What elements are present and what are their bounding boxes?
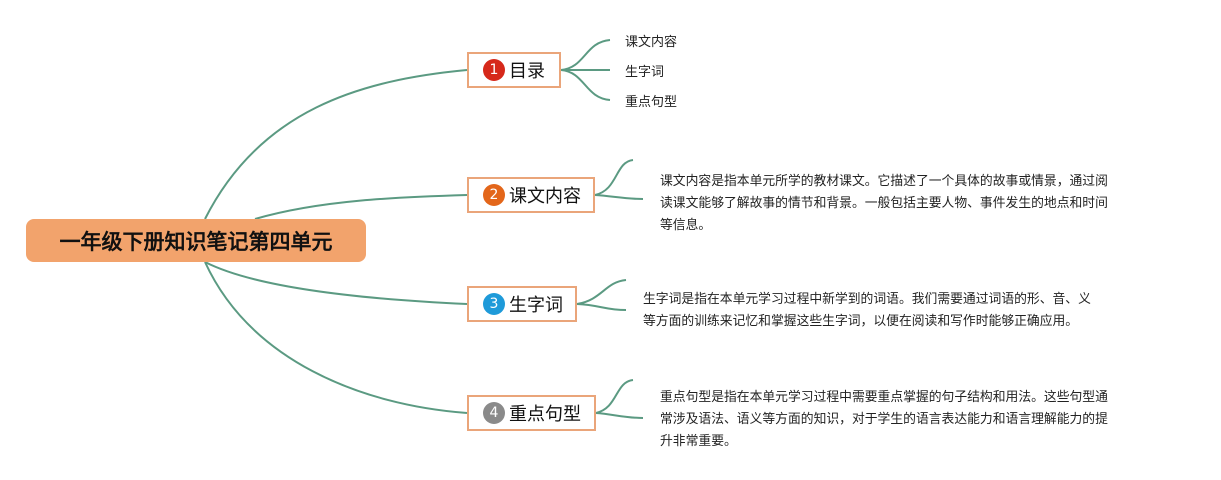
link-topic2-desc-a: [594, 159, 634, 196]
link-root-topic-4: [204, 261, 468, 414]
topic-label: 课文内容: [509, 186, 581, 207]
subtopic-item[interactable]: 课文内容: [625, 35, 678, 50]
number-badge-icon: 3: [483, 293, 505, 315]
link-topic1-child-1: [560, 39, 611, 71]
number-badge-icon: 2: [483, 184, 505, 206]
link-root-topic-1: [204, 69, 468, 220]
subtopic-item[interactable]: 生字词: [625, 65, 665, 80]
topic-node-contents[interactable]: 1 目录: [467, 52, 561, 88]
topic-label: 重点句型: [509, 404, 581, 425]
topic-label: 生字词: [509, 295, 563, 316]
desc-line: 常涉及语法、语义等方面的知识，对于学生的语言表达能力和语言理解能力的提: [660, 412, 1108, 427]
link-topic1-child-3: [560, 69, 611, 101]
desc-line: 生字词是指在本单元学习过程中新学到的词语。我们需要通过词语的形、音、义: [643, 292, 1091, 307]
desc-line: 等信息。: [660, 218, 712, 233]
root-node[interactable]: 一年级下册知识笔记第四单元: [26, 219, 366, 262]
description-key-sentences[interactable]: 重点句型是指在本单元学习过程中需要重点掌握的句子结构和用法。这些句型通 常涉及语…: [660, 387, 1108, 453]
desc-line: 等方面的训练来记忆和掌握这些生字词，以便在阅读和写作时能够正确应用。: [643, 314, 1079, 329]
link-topic3-desc-b: [576, 303, 627, 311]
description-text-content[interactable]: 课文内容是指本单元所学的教材课文。它描述了一个具体的故事或情景，通过阅 读课文能…: [660, 171, 1108, 237]
link-topic4-desc-b: [595, 412, 644, 419]
topic-node-new-words[interactable]: 3 生字词: [467, 286, 577, 322]
link-topic3-desc-a: [576, 279, 627, 305]
number-badge-icon: 4: [483, 402, 505, 424]
root-title: 一年级下册知识笔记第四单元: [59, 229, 333, 254]
desc-line: 重点句型是指在本单元学习过程中需要重点掌握的句子结构和用法。这些句型通: [660, 390, 1108, 405]
link-topic2-desc-b: [594, 194, 644, 200]
link-root-topic-2: [254, 194, 468, 220]
topic-label: 目录: [509, 61, 545, 82]
subtopic-item[interactable]: 重点句型: [625, 95, 678, 110]
desc-line: 课文内容是指本单元所学的教材课文。它描述了一个具体的故事或情景，通过阅: [660, 174, 1108, 189]
description-new-words[interactable]: 生字词是指在本单元学习过程中新学到的词语。我们需要通过词语的形、音、义 等方面的…: [643, 289, 1091, 333]
number-badge-icon: 1: [483, 59, 505, 81]
link-root-topic-3: [204, 261, 468, 305]
link-topic4-desc-a: [595, 379, 634, 414]
desc-line: 升非常重要。: [660, 434, 737, 449]
topic-node-text-content[interactable]: 2 课文内容: [467, 177, 595, 213]
topic-node-key-sentences[interactable]: 4 重点句型: [467, 395, 596, 431]
desc-line: 读课文能够了解故事的情节和背景。一般包括主要人物、事件发生的地点和时间: [660, 196, 1108, 211]
